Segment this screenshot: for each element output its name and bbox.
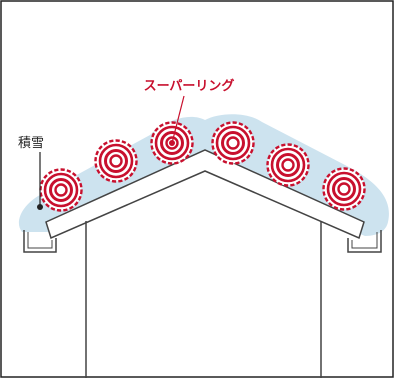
super-ring-2 (94, 139, 138, 183)
right-gutter (347, 230, 382, 253)
snow-leader-dot (37, 204, 43, 210)
super-ring-6 (322, 167, 366, 211)
super-ring-1 (39, 168, 83, 212)
super-ring-4 (211, 121, 255, 165)
product-leader-dot (169, 140, 175, 146)
snow-layer (18, 114, 389, 236)
product-label: スーパーリング (144, 78, 235, 94)
left-gutter (23, 230, 57, 253)
product-leader-line (171, 95, 185, 144)
roof (45, 149, 365, 240)
left-gutter-inner (27, 232, 53, 249)
right-gutter-inner (351, 232, 378, 249)
snow-label: 積雪 (18, 136, 44, 151)
super-ring-5 (266, 143, 310, 187)
